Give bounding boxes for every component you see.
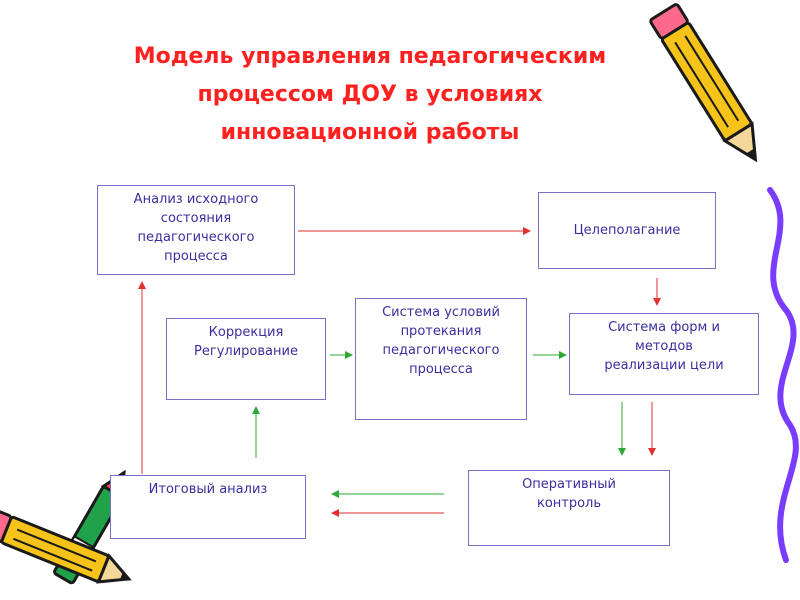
- node-text: педагогического: [382, 343, 500, 358]
- node-operative-control: Оперативный контроль: [468, 470, 670, 546]
- node-text: состояния: [160, 211, 232, 226]
- node-text: процесса: [409, 362, 473, 377]
- node-text: Оперативный: [522, 477, 616, 492]
- node-conditions-system: Система условий протекания педагогическо…: [355, 298, 527, 420]
- title-line-3: инновационной работы: [220, 120, 520, 145]
- pencil-icon: [0, 508, 132, 584]
- node-text: Итоговый анализ: [148, 482, 268, 497]
- node-correction: Коррекция Регулирование: [166, 318, 326, 400]
- title-line-2: процессом ДОУ в условиях: [197, 82, 543, 107]
- pencil-icon: [649, 3, 758, 163]
- node-text: процесса: [164, 249, 228, 264]
- node-text: Анализ исходного: [133, 192, 259, 207]
- node-text: педагогического: [137, 230, 255, 245]
- node-final-analysis: Итоговый анализ: [110, 475, 306, 539]
- title-line-1: Модель управления педагогическим: [133, 44, 607, 69]
- node-text: Коррекция: [208, 325, 284, 340]
- node-text: контроль: [536, 496, 602, 511]
- node-text: реализации цели: [604, 358, 724, 373]
- node-text: протекания: [400, 324, 482, 339]
- node-text: Система условий: [382, 305, 500, 320]
- node-goal-setting: Целеполагание: [538, 192, 716, 269]
- node-text: методов: [635, 339, 693, 354]
- node-text: Целеполагание: [573, 223, 681, 238]
- node-text: Регулирование: [194, 344, 298, 359]
- node-forms-methods: Система форм и методов реализации цели: [569, 313, 759, 395]
- node-initial-analysis: Анализ исходного состояния педагогическо…: [97, 185, 295, 275]
- slide-title: Модель управления педагогическим процесс…: [60, 38, 680, 152]
- node-text: Система форм и: [608, 320, 720, 335]
- swirl-icon: [767, 187, 799, 563]
